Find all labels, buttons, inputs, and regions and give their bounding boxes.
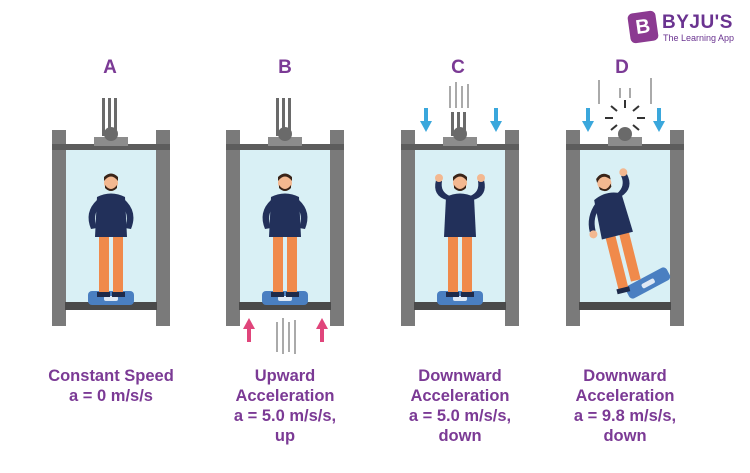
frame-left	[566, 130, 580, 326]
brand-name: BYJU'S	[662, 12, 733, 33]
cabin-ceiling	[226, 144, 344, 150]
motion-lines	[276, 318, 296, 354]
cable	[457, 112, 460, 136]
cable	[114, 98, 117, 136]
caption-line: Downward	[583, 367, 667, 385]
upward-arrow-icon	[243, 318, 255, 342]
cable-mount	[443, 137, 477, 146]
brand-tagline: The Learning App	[663, 33, 735, 43]
cabin-floor	[579, 302, 671, 310]
cable	[102, 98, 105, 136]
broken-cable-icon	[605, 100, 645, 131]
cable	[451, 112, 454, 136]
panel-letter-d: D	[615, 57, 629, 78]
frame-left	[401, 130, 415, 326]
elevator-c	[401, 82, 519, 326]
downward-arrow-icon	[420, 108, 432, 132]
byjus-logo: B BYJU'S The Learning App	[627, 10, 741, 46]
motion-lines	[598, 78, 652, 104]
caption-line: Constant Speed	[48, 367, 174, 385]
cabin-floor	[239, 302, 331, 310]
panel-letter-a: A	[103, 57, 117, 78]
frame-right	[156, 130, 170, 326]
cabin-ceiling	[401, 144, 519, 150]
caption-a: Constant Speed a = 0 m/s/s	[26, 366, 196, 406]
caption-line: up	[274, 427, 296, 445]
bathroom-scale	[625, 267, 671, 299]
caption-c: Downward Acceleration a = 5.0 m/s/s, dow…	[375, 366, 545, 446]
cable	[282, 98, 285, 136]
cabin-ceiling	[566, 144, 684, 150]
caption-line: a = 5.0 m/s/s,	[408, 407, 512, 425]
caption-line: a = 5.0 m/s/s,	[233, 407, 337, 425]
frame-left	[52, 130, 66, 326]
caption-b: Upward Acceleration a = 5.0 m/s/s, up	[200, 366, 370, 446]
cable	[108, 98, 111, 136]
caption-line: Acceleration	[575, 387, 675, 405]
caption-line: Acceleration	[235, 387, 335, 405]
cable	[276, 98, 279, 136]
panel-letter-b: B	[278, 57, 292, 78]
caption-line: Downward	[418, 367, 502, 385]
caption-d: Downward Acceleration a = 9.8 m/s/s, dow…	[540, 366, 710, 446]
cabin-floor	[414, 302, 506, 310]
downward-arrow-icon	[582, 108, 594, 132]
caption-line: a = 0 m/s/s	[69, 387, 153, 405]
elevator-b	[226, 98, 344, 354]
cable-mount	[94, 137, 128, 146]
frame-right	[670, 130, 684, 326]
caption-line: Upward	[254, 367, 316, 385]
panel-letter-c: C	[451, 57, 465, 78]
cable-mount	[608, 137, 642, 146]
elevator-d	[566, 78, 684, 326]
frame-right	[330, 130, 344, 326]
downward-arrow-icon	[490, 108, 502, 132]
person-standing	[88, 173, 134, 297]
cable-mount	[268, 137, 302, 146]
downward-arrow-icon	[653, 108, 665, 132]
pulley	[618, 127, 632, 141]
caption-line: Acceleration	[410, 387, 510, 405]
person-arms-raised	[435, 173, 485, 297]
caption-line: a = 9.8 m/s/s,	[573, 407, 677, 425]
motion-lines	[449, 82, 469, 108]
cabin-ceiling	[52, 144, 170, 150]
elevator-a	[52, 98, 170, 326]
person-standing	[262, 173, 308, 297]
person-floating	[588, 168, 641, 295]
frame-left	[226, 130, 240, 326]
upward-arrow-icon	[316, 318, 328, 342]
cable	[463, 112, 466, 136]
cabin-floor	[65, 302, 157, 310]
cable	[288, 98, 291, 136]
caption-line: down	[603, 427, 647, 445]
frame-right	[505, 130, 519, 326]
caption-line: down	[438, 427, 482, 445]
